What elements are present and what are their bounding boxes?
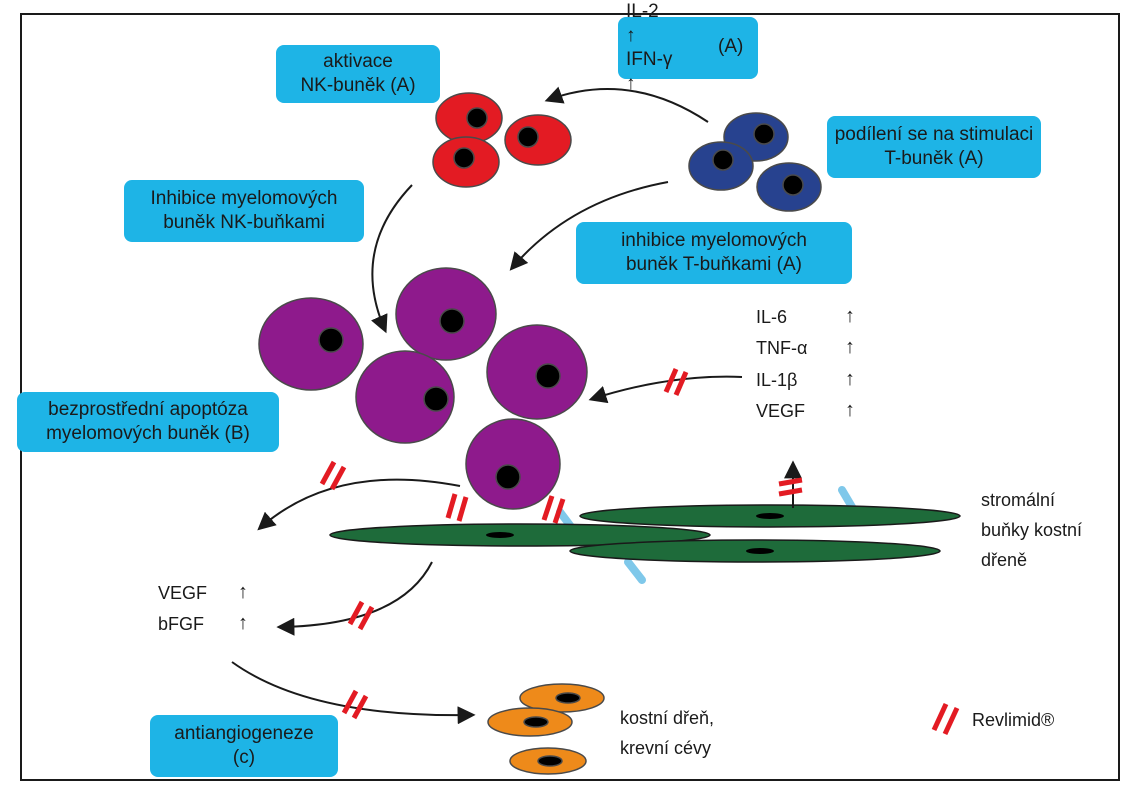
vessel-cell-nucleus <box>523 716 549 728</box>
t-cell-nucleus <box>753 123 775 145</box>
arrows <box>231 86 802 725</box>
revlimid-mark <box>347 600 375 631</box>
arrow-t-to-myeloma <box>509 181 669 271</box>
vessel-cells <box>487 683 605 775</box>
stromal-cells-label: stromální buňky kostní dřeně <box>981 490 1083 570</box>
t-cells <box>688 112 822 212</box>
revlimid-marks <box>319 368 960 736</box>
up-arrow-icon: ↑ <box>845 399 855 421</box>
myeloma-cell <box>258 297 364 391</box>
t-cell-inhibition-label: inhibice myelomových buněk T-buňkami (A) <box>576 222 852 284</box>
nk-cell-nucleus <box>453 147 475 169</box>
revlimid-mark <box>319 460 347 491</box>
revlimid-mark <box>778 477 803 497</box>
t-cell-nucleus <box>712 149 734 171</box>
nk-inhibition-label: Inhibice myelomových buněk NK-buňkami <box>124 180 364 242</box>
up-arrow-icon: ↑ <box>845 336 855 358</box>
il2-ifn-label: IL-2↑ IFN-γ↑ (A) <box>618 1 758 94</box>
nk-cell-nucleus <box>517 126 539 148</box>
vessel-cell-nucleus <box>555 692 581 704</box>
up-arrow-icon: ↑ <box>845 305 855 327</box>
myeloma-cell-nucleus <box>423 386 449 412</box>
myeloma-cell-nucleus <box>495 464 521 490</box>
revlimid-legend-label: Revlimid® <box>972 710 1055 730</box>
stromal-cells <box>329 504 961 563</box>
cytokine-il6: IL-6 <box>756 307 788 327</box>
apoptosis-label: bezprostřední apoptóza myelomových buněk… <box>17 392 279 452</box>
revlimid-mark <box>341 689 369 720</box>
revlimid-mark <box>541 495 566 524</box>
myeloma-cell-nucleus <box>318 327 344 353</box>
arrow-to-vessels <box>231 661 476 725</box>
stromal-cell-nucleus <box>756 513 784 519</box>
nk-cell-nucleus <box>466 107 488 129</box>
nk-activation-label: aktivace NK-buněk (A) <box>276 45 440 103</box>
myeloma-cell-nucleus <box>439 308 465 334</box>
t-cell-nucleus <box>782 174 804 196</box>
revlimid-mark <box>445 493 469 522</box>
myeloma-cell-nucleus <box>535 363 561 389</box>
arrow-t-to-nk <box>544 86 709 123</box>
il2-ifn-suffix: (A) <box>718 36 744 57</box>
cytokine-vegf-left: VEGF <box>158 583 208 603</box>
cytokine-tnf: TNF-α <box>756 338 808 358</box>
cytokine-il1b: IL-1β <box>756 370 798 390</box>
stromal-cell <box>329 523 711 547</box>
up-arrow-icon: ↑ <box>238 581 248 603</box>
cytokine-bfgf: bFGF <box>158 614 205 634</box>
arrow-stroma-to-vegf <box>276 561 433 636</box>
t-cell-stimulation-label: podílení se na stimulaci T-buněk (A) <box>827 116 1041 178</box>
arrow-nk-to-myeloma <box>370 184 413 334</box>
receptor-bar <box>624 558 646 584</box>
revlimid-legend-mark <box>931 702 960 736</box>
myeloma-cells <box>258 267 588 510</box>
myeloma-cell <box>465 418 561 510</box>
stromal-cell-nucleus <box>486 532 514 538</box>
up-arrow-icon: ↑ <box>845 368 855 390</box>
revlimid-mark <box>663 368 689 396</box>
myeloma-cell <box>355 350 455 444</box>
stromal-cell-nucleus <box>746 548 774 554</box>
nk-cells <box>432 92 572 188</box>
cytokine-vegf-right: VEGF <box>756 401 806 421</box>
antiangiogenesis-label: antiangiogeneze (c) <box>150 715 338 777</box>
up-arrow-icon: ↑ <box>238 612 248 634</box>
bone-marrow-vessels-label: kostní dřeň, krevní cévy <box>620 708 715 758</box>
arrow-myeloma-left <box>257 478 461 531</box>
vessel-cell-nucleus <box>537 755 563 767</box>
